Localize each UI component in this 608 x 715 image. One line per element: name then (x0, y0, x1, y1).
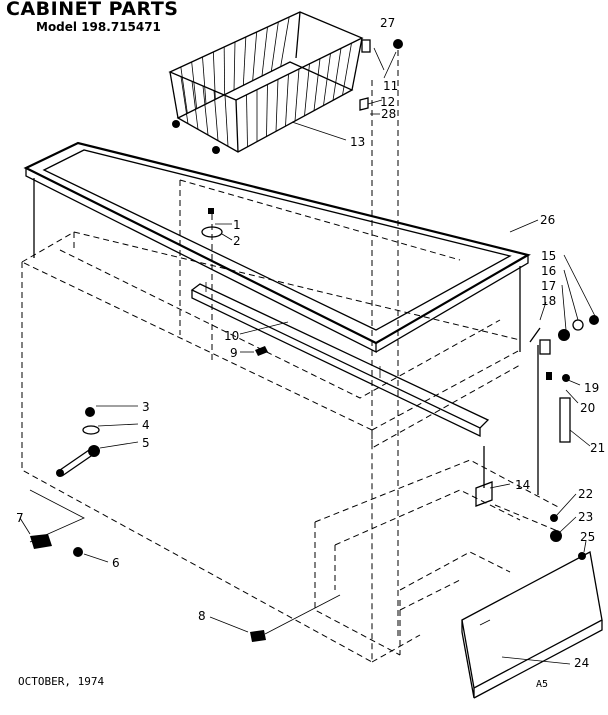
basket-brackets (359, 39, 403, 640)
basket-wire (261, 26, 268, 77)
callout-11: 11 (383, 79, 398, 93)
basket-wire (213, 90, 219, 141)
basket-wire (332, 48, 342, 101)
hinge-parts (201, 208, 268, 360)
basket-wire (202, 85, 209, 136)
callout-4: 4 (142, 418, 150, 432)
callout-24: 24 (574, 656, 589, 670)
basket-wire (294, 68, 300, 122)
basket-wire (191, 81, 199, 130)
kick-panel (399, 551, 603, 699)
callout-22: 22 (578, 487, 593, 501)
basket-wire (246, 94, 248, 147)
callout-18: 18 (541, 294, 556, 308)
callout-23: 23 (578, 510, 593, 524)
drain-cap (29, 489, 85, 557)
callout-14: 14 (515, 478, 530, 492)
callout-27: 27 (380, 16, 395, 30)
callout-9: 9 (230, 346, 238, 360)
thermostat-assembly (494, 315, 599, 560)
callout-17: 17 (541, 279, 556, 293)
callout-26: 26 (540, 213, 555, 227)
hinge-bracket (475, 446, 493, 507)
callout-10: 10 (224, 329, 239, 343)
callout-20: 20 (580, 401, 595, 415)
callout-25: 25 (580, 530, 595, 544)
callout-19: 19 (584, 381, 599, 395)
lid-frame (23, 141, 531, 354)
callout-13: 13 (350, 135, 365, 149)
callout-21: 21 (590, 441, 605, 455)
callout-6: 6 (112, 556, 120, 570)
callout-1: 1 (233, 218, 241, 232)
callout-16: 16 (541, 264, 556, 278)
wire-basket (168, 11, 364, 154)
basket-wire (223, 46, 226, 95)
basket-wire (212, 51, 216, 100)
basket-wire (180, 66, 188, 114)
basket-wire (342, 43, 352, 96)
basket-wire (191, 61, 198, 109)
basket-wire (275, 79, 279, 132)
model-number: Model 198.715471 (36, 20, 161, 34)
callout-2: 2 (233, 234, 241, 248)
cabinet-body (21, 179, 521, 663)
footer-date: OCTOBER, 1974 (18, 675, 105, 688)
compressor-compartment (314, 459, 561, 656)
basket-wire (242, 36, 247, 86)
basket-wire (233, 41, 236, 91)
thermostat-plug (250, 594, 341, 642)
basket-wire (180, 76, 189, 124)
basket-wire (313, 58, 321, 111)
basket-wire (224, 95, 229, 147)
callout-8: 8 (198, 609, 206, 623)
callout-15: 15 (541, 249, 556, 263)
footer-code: A5 (536, 679, 549, 690)
callout-3: 3 (142, 400, 150, 414)
callout-7: 7 (16, 511, 24, 525)
callout-28: 28 (381, 107, 396, 121)
leader-lines (19, 47, 597, 665)
basket-wire (266, 84, 268, 137)
diagram-title: CABINET PARTS (6, 0, 179, 20)
callout-5: 5 (142, 436, 150, 450)
basket-wire (285, 74, 289, 127)
basket-wire (202, 56, 207, 105)
basket-wire (252, 31, 258, 81)
basket-wire (270, 21, 279, 72)
callout-labels: 1 2 3 4 5 6 7 8 9 10 11 12 13 14 15 16 1… (16, 16, 605, 670)
callout-12: 12 (380, 95, 395, 109)
basket-wire (323, 53, 331, 106)
drain-parts (56, 407, 100, 477)
breaker-strip (190, 282, 490, 438)
basket-wire (304, 63, 310, 116)
basket-wire (280, 16, 290, 67)
